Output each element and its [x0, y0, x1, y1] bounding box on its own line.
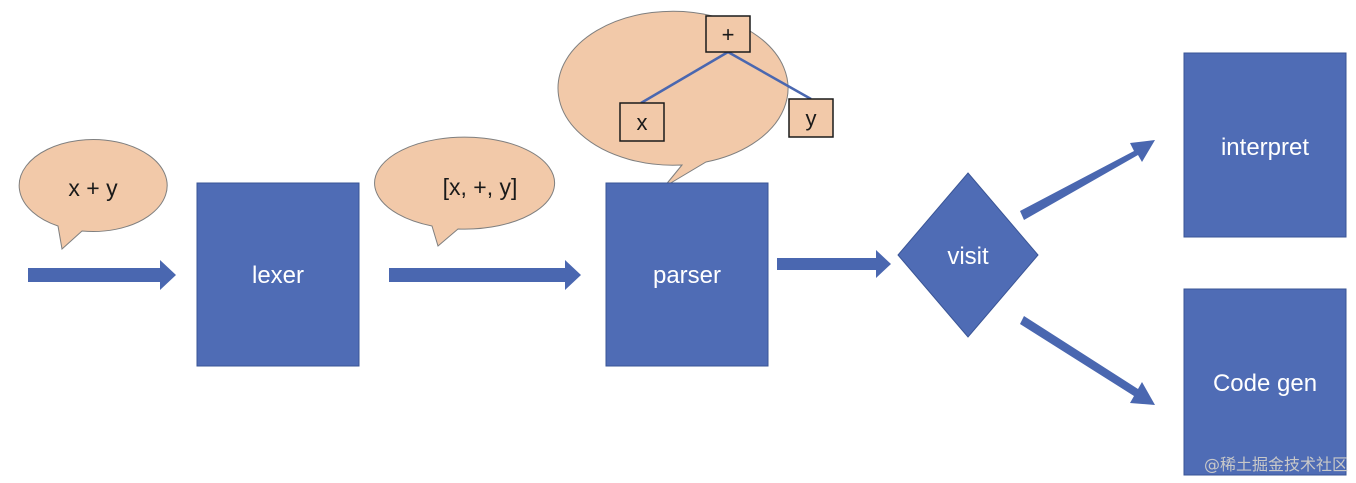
source-bubble-label: x + y	[68, 175, 118, 201]
parser-label: parser	[653, 262, 721, 289]
ast-edge-left	[640, 50, 729, 105]
codegen-box: Code gen	[1183, 288, 1347, 476]
visit-label: visit	[947, 243, 989, 270]
ast-node-root-label: +	[722, 22, 735, 47]
interpret-box: interpret	[1183, 52, 1347, 238]
arrow-input-to-lexer	[28, 260, 176, 290]
visit-diamond: visit	[897, 172, 1039, 338]
interpret-label: interpret	[1221, 134, 1309, 161]
ast-node-right-label: y	[806, 106, 817, 131]
ast-node-right: y	[788, 98, 834, 138]
arrow-lexer-to-parser	[389, 260, 581, 290]
lexer-box: lexer	[196, 182, 360, 367]
tokens-bubble-label: [x, +, y]	[443, 174, 518, 200]
ast-bubble-shape	[557, 10, 789, 188]
ast-node-left: x	[619, 102, 665, 142]
ast-edge-right	[727, 50, 812, 101]
watermark: @稀土掘金技术社区	[1203, 455, 1348, 474]
arrow-visit-to-codegen	[1020, 316, 1155, 405]
arrows	[28, 140, 1155, 405]
parser-box: parser	[605, 182, 769, 367]
tokens-bubble: [x, +, y]	[374, 136, 556, 247]
codegen-label: Code gen	[1213, 370, 1317, 397]
source-bubble-shape	[18, 139, 168, 250]
tokens-bubble-shape	[374, 136, 556, 247]
ast-tree: + x y	[619, 15, 834, 142]
ast-node-left-label: x	[637, 110, 648, 135]
source-bubble: x + y	[18, 139, 168, 250]
arrow-parser-to-visit	[777, 250, 891, 278]
ast-bubble	[557, 10, 789, 188]
arrow-visit-to-interpret	[1020, 140, 1155, 220]
ast-node-root: +	[705, 15, 751, 53]
lexer-label: lexer	[252, 262, 304, 289]
